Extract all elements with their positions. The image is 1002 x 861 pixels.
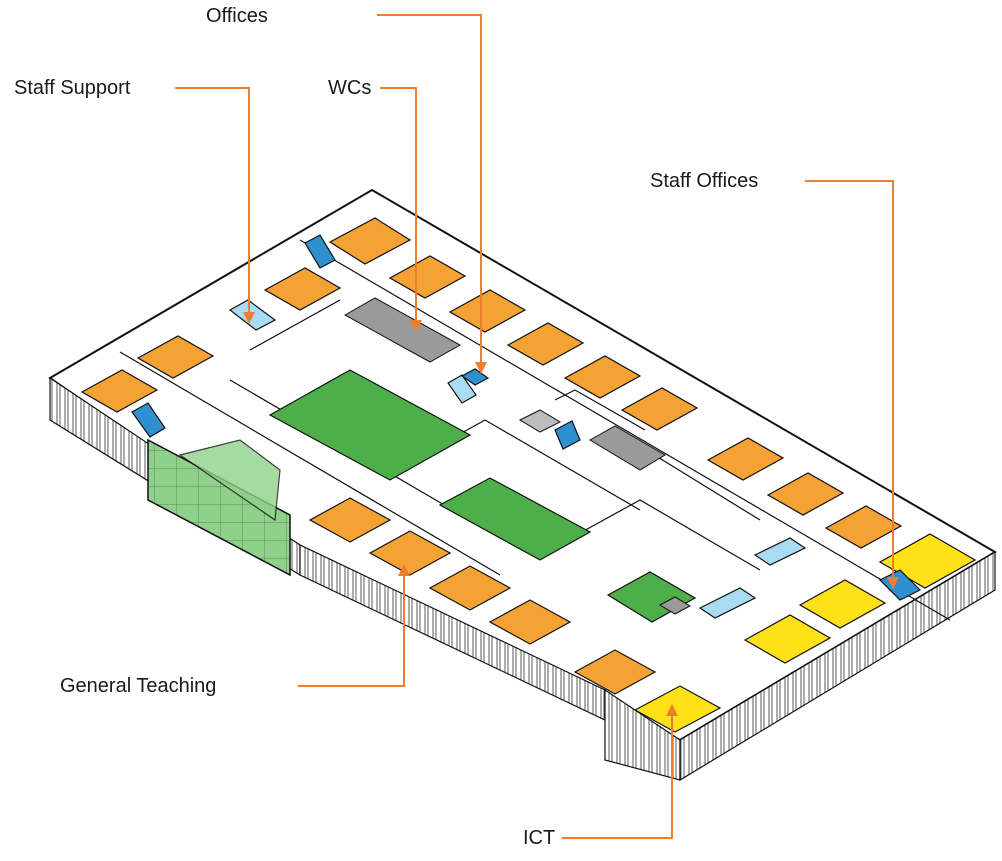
arrow-head-icon [243, 312, 899, 716]
label-wcs: WCs [328, 77, 372, 99]
leader-general-teaching [298, 570, 405, 687]
teaching-rooms-north [80, 217, 903, 549]
leader-offices [377, 14, 482, 368]
leader-staff-offices [805, 180, 894, 583]
leader-wcs [380, 87, 417, 326]
wc-blocks [343, 297, 692, 615]
label-staff-support: Staff Support [14, 77, 131, 99]
leader-staff-support [175, 87, 250, 318]
leader-ict [562, 710, 673, 839]
label-staff-offices: Staff Offices [650, 170, 759, 192]
label-ict: ICT [523, 827, 556, 849]
label-general-teaching: General Teaching [60, 675, 217, 697]
courtyards [178, 369, 697, 623]
leader-lines [175, 14, 894, 839]
teaching-rooms-south [308, 497, 657, 695]
label-offices: Offices [206, 5, 268, 27]
ict-rooms [633, 533, 977, 733]
